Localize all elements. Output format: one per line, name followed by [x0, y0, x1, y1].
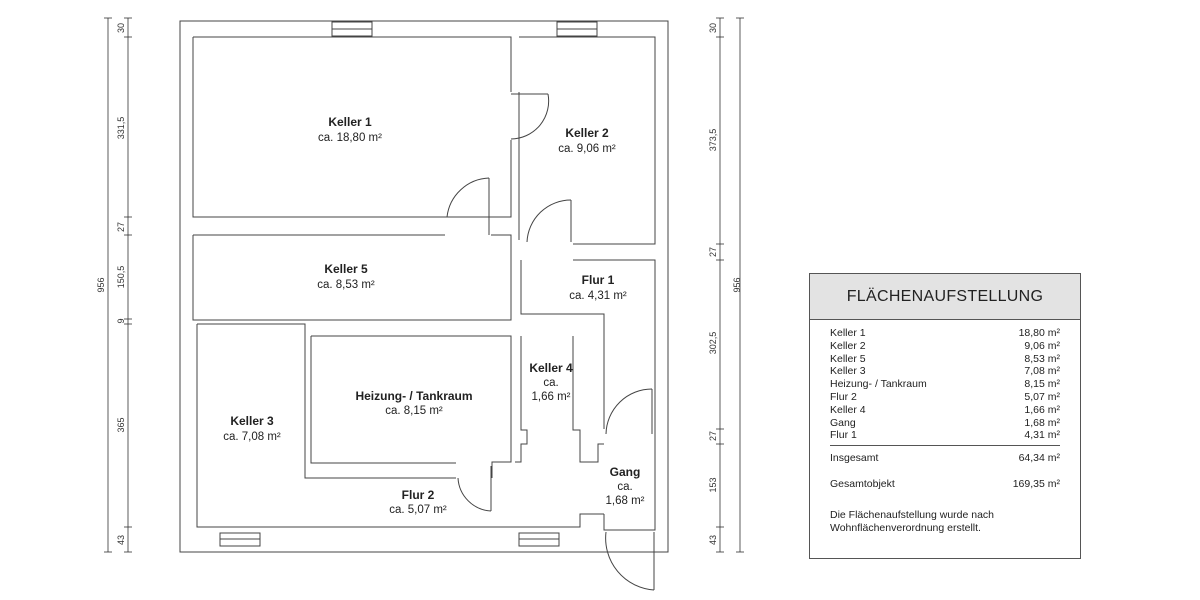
- wall-keller3: [197, 323, 456, 479]
- row-value: 7,08 m²: [1024, 365, 1060, 378]
- table-row: Keller 4 1,66 m²: [830, 404, 1060, 417]
- row-value: 18,80 m²: [1018, 327, 1060, 339]
- row-value: 8,53 m²: [1024, 352, 1060, 365]
- row-label: Flur 1: [830, 429, 857, 442]
- dim-left-f: 365: [116, 417, 126, 432]
- table-row: Keller 1 18,80 m²: [830, 327, 1060, 340]
- table-note: Die Flächenaufstellung wurde nach Wohnfl…: [830, 509, 1060, 535]
- dim-right-c: 27: [708, 247, 718, 257]
- door-keller5-swing: [446, 177, 490, 218]
- room-keller1-area: ca. 18,80 m²: [318, 132, 382, 144]
- room-gang-name: Gang: [610, 465, 641, 479]
- room-gang-area-1: ca.: [617, 481, 632, 493]
- room-flur2-area: ca. 5,07 m²: [389, 504, 447, 516]
- door-keller1-swing: [510, 93, 550, 140]
- room-keller2-area: ca. 9,06 m²: [558, 143, 616, 155]
- outer-wall: [179, 20, 669, 553]
- wall-keller2: [519, 36, 656, 245]
- room-keller1-name: Keller 1: [328, 115, 372, 129]
- table-row: Keller 5 8,53 m²: [830, 353, 1060, 366]
- wall-keller4: [515, 336, 528, 463]
- total-label: Gesamtobjekt: [830, 478, 895, 491]
- room-keller4-area-1: ca.: [543, 377, 558, 389]
- dim-left-e: 9: [116, 318, 126, 323]
- room-keller2-name: Keller 2: [565, 126, 609, 140]
- wall-gang: [603, 514, 656, 531]
- table-divider: [830, 445, 1060, 447]
- wall-heizung: [311, 335, 512, 478]
- room-flur2-name: Flur 2: [402, 488, 435, 502]
- table-row: Keller 2 9,06 m²: [830, 340, 1060, 353]
- door-gang-swing: [605, 388, 653, 435]
- dim-right-a: 30: [708, 23, 718, 33]
- room-heizung-area: ca. 8,15 m²: [385, 405, 443, 417]
- room-keller3-area: ca. 7,08 m²: [223, 431, 281, 443]
- dim-left-d: 150,5: [116, 266, 126, 289]
- row-label: Heizung- / Tankraum: [830, 378, 927, 391]
- sum-row: Insgesamt 64,34 m²: [830, 452, 1060, 465]
- table-row: Keller 3 7,08 m²: [830, 365, 1060, 378]
- row-label: Gang: [830, 416, 856, 429]
- row-label: Keller 5: [830, 352, 866, 365]
- row-value: 9,06 m²: [1024, 339, 1060, 352]
- room-gang-area-2: 1,68 m²: [606, 495, 645, 507]
- total-row: Gesamtobjekt 169,35 m²: [830, 478, 1060, 491]
- area-table: FLÄCHENAUFSTELLUNG Keller 1 18,80 m² Kell…: [809, 273, 1081, 559]
- dim-left-a: 30: [116, 23, 126, 33]
- total-value: 169,35 m²: [1012, 478, 1060, 491]
- door-flur1-swing: [526, 199, 572, 243]
- row-value: 1,66 m²: [1024, 403, 1060, 416]
- row-value: 1,68 m²: [1024, 416, 1060, 429]
- room-keller4-area-2: 1,66 m²: [532, 391, 571, 403]
- dim-left-g: 43: [116, 535, 126, 545]
- area-table-title: FLÄCHENAUFSTELLUNG: [810, 274, 1080, 320]
- row-value: 4,31 m²: [1024, 429, 1060, 442]
- door-exit-swing: [605, 531, 655, 591]
- note-line-2: Wohnflächenverordnung erstellt.: [830, 522, 981, 535]
- dim-left-total: 956: [96, 277, 106, 292]
- table-row: Gang 1,68 m²: [830, 417, 1060, 430]
- table-row: Flur 1 4,31 m²: [830, 429, 1060, 442]
- dim-right-f: 153: [708, 477, 718, 492]
- dim-left-b: 331,5: [116, 117, 126, 140]
- row-label: Keller 2: [830, 339, 866, 352]
- note-line-1: Die Flächenaufstellung wurde nach: [830, 509, 995, 522]
- door-flur2-swing: [457, 477, 492, 512]
- dim-right-e: 27: [708, 431, 718, 441]
- room-keller4-name: Keller 4: [529, 361, 573, 375]
- room-flur1-name: Flur 1: [582, 273, 615, 287]
- dim-right-total: 956: [732, 277, 742, 292]
- sum-label: Insgesamt: [830, 452, 879, 465]
- row-label: Flur 2: [830, 390, 857, 403]
- row-value: 5,07 m²: [1024, 390, 1060, 403]
- table-row: Heizung- / Tankraum 8,15 m²: [830, 378, 1060, 391]
- room-keller5-area: ca. 8,53 m²: [317, 279, 375, 291]
- table-row: Flur 2 5,07 m²: [830, 391, 1060, 404]
- row-label: Keller 4: [830, 403, 866, 416]
- dim-right-d: 302,5: [708, 332, 718, 355]
- wall-keller1: [193, 36, 512, 92]
- row-label: Keller 3: [830, 365, 866, 378]
- row-value: 8,15 m²: [1024, 378, 1060, 391]
- dim-right-g: 43: [708, 535, 718, 545]
- room-keller5-name: Keller 5: [324, 262, 368, 276]
- room-flur1-area: ca. 4,31 m²: [569, 290, 627, 302]
- room-heizung-name: Heizung- / Tankraum: [355, 389, 472, 403]
- wall-flur1: [520, 260, 605, 429]
- dim-left-c: 27: [116, 222, 126, 232]
- row-label: Keller 1: [830, 327, 866, 339]
- sum-value: 64,34 m²: [1018, 452, 1060, 465]
- room-keller3-name: Keller 3: [230, 414, 274, 428]
- dim-right-b: 373,5: [708, 129, 718, 152]
